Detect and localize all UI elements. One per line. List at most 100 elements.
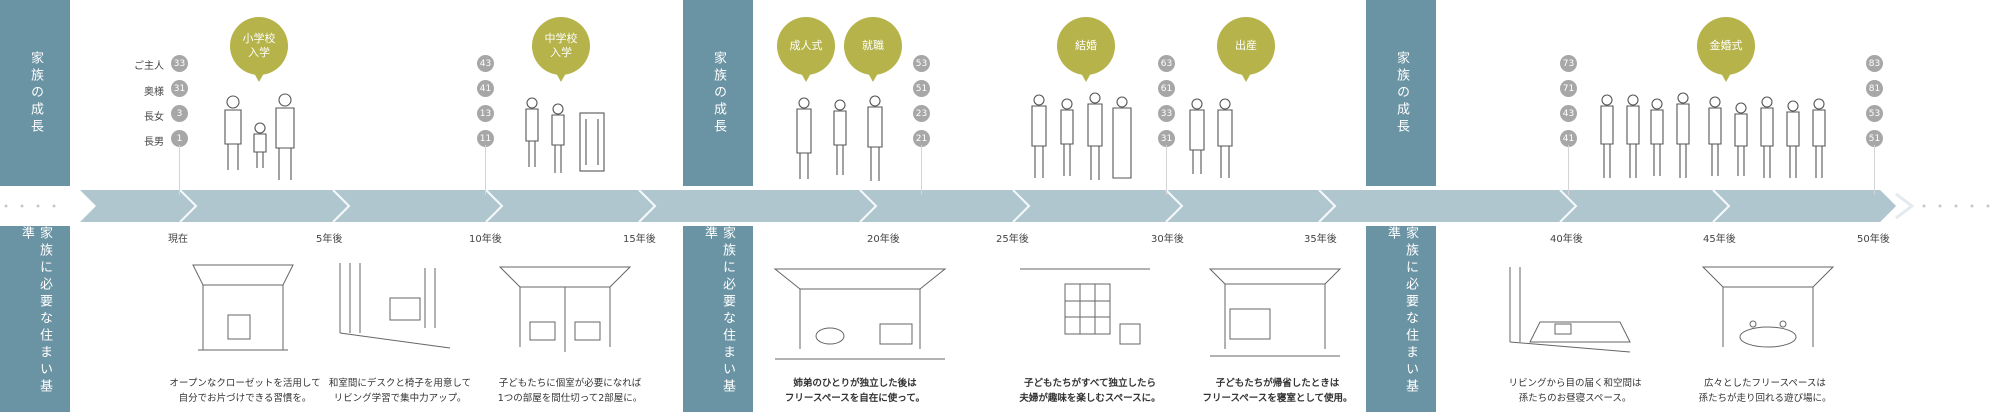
event-coming-of-age: 成人式 (777, 17, 835, 82)
caption-7: リビングから目の届く和空間は 孫たちのお昼寝スペース。 (1490, 376, 1660, 406)
age-column-30: 63 61 33 31 (1158, 55, 1176, 195)
tick-20: 20年後 (867, 234, 900, 245)
event-marriage: 結婚 (1057, 17, 1115, 82)
panel-growth-label: 家族の成長 (28, 50, 43, 136)
age-column-now: 33 31 3 1 (171, 55, 189, 195)
panel-living-label: 家族に必要な住まい基準 (19, 226, 52, 396)
caption-2: 和室間にデスクと椅子を用意して リビング学習で集中力アップ。 (315, 376, 485, 406)
caption-line: 1つの部屋を間仕切って2部屋に。 (497, 393, 643, 404)
age-badge: 61 (1158, 80, 1175, 97)
age-badge: 43 (1560, 105, 1577, 122)
caption-line: 自分でお片づけできる習慣を。 (178, 393, 312, 404)
age-stem (1568, 145, 1569, 195)
age-stem (1166, 145, 1167, 195)
event-label: 小学校 入学 (242, 32, 276, 59)
age-column-10: 43 41 13 11 (477, 55, 495, 195)
role-wife: 奥様 (144, 87, 164, 98)
family-figures-10 (525, 97, 605, 173)
age-badge: 3 (171, 105, 188, 122)
age-badge: 33 (1158, 105, 1175, 122)
panel-living-label: 家族に必要な住まい基準 (702, 226, 735, 396)
tick-30: 30年後 (1151, 234, 1184, 245)
tick-50: 50年後 (1857, 234, 1890, 245)
event-label: 成人式 (789, 39, 823, 52)
timeline-band (4, 189, 1990, 223)
event-label: 出産 (1235, 39, 1257, 52)
age-badge: 73 (1560, 55, 1577, 72)
caption-line: 和室間にデスクと椅子を用意して (328, 378, 472, 389)
age-badge: 31 (171, 80, 188, 97)
room-sketch-8 (1701, 266, 1835, 348)
family-figures-40-50 (1600, 92, 1826, 178)
caption-line: 孫たちのお昼寝スペース。 (1518, 393, 1632, 404)
age-stem (1874, 145, 1875, 195)
caption-line: リビング学習で集中力アップ。 (333, 393, 467, 404)
panel-growth-2: 家族の成長 (683, 0, 753, 186)
event-elementary: 小学校 入学 (230, 17, 288, 82)
caption-line: 孫たちが走り回れる遊び場に。 (1698, 393, 1832, 404)
panel-growth-label: 家族の成長 (711, 50, 726, 136)
room-sketch-4 (773, 268, 947, 360)
age-badge: 31 (1158, 130, 1175, 147)
tick-45: 45年後 (1703, 234, 1736, 245)
event-birth: 出産 (1217, 17, 1275, 82)
age-column-20: 53 51 23 21 (913, 55, 931, 195)
tick-5: 5年後 (316, 234, 343, 245)
age-stem (921, 145, 922, 195)
caption-line: フリースペースを寝室として使用。 (1202, 393, 1353, 404)
event-employment: 就職 (844, 17, 902, 82)
caption-4: 姉弟のひとりが独立した後は フリースペースを自在に使って。 (770, 376, 940, 406)
event-junior: 中学校 入学 (532, 17, 590, 82)
panel-growth-3: 家族の成長 (1366, 0, 1436, 186)
age-badge: 53 (913, 55, 930, 72)
age-stem (485, 145, 486, 195)
age-badge: 81 (1866, 80, 1883, 97)
age-badge: 41 (1560, 130, 1577, 147)
panel-living-label: 家族に必要な住まい基準 (1385, 226, 1418, 396)
panel-living-3: 家族に必要な住まい基準 (1366, 226, 1436, 412)
tick-10: 10年後 (469, 234, 502, 245)
tick-25: 25年後 (996, 234, 1029, 245)
tick-35: 35年後 (1304, 234, 1337, 245)
age-column-40: 73 71 43 41 (1560, 55, 1578, 195)
caption-5: 子どもたちがすべて独立したら 夫婦が趣味を楽しむスペースに。 (1005, 376, 1175, 406)
age-badge: 11 (477, 130, 494, 147)
panel-living-1: 家族に必要な住まい基準 (0, 226, 70, 412)
caption-line: 姉弟のひとりが独立した後は (793, 378, 917, 389)
role-daughter: 長女 (144, 112, 164, 123)
tick-15: 15年後 (623, 234, 656, 245)
tick-40: 40年後 (1550, 234, 1583, 245)
caption-line: 夫婦が趣味を楽しむスペースに。 (1019, 393, 1161, 404)
age-column-50: 83 81 53 51 (1866, 55, 1884, 195)
event-label: 就職 (862, 39, 884, 52)
age-badge: 83 (1866, 55, 1883, 72)
event-golden-wedding: 金婚式 (1697, 17, 1755, 82)
room-sketch-3 (498, 266, 632, 352)
age-badge: 1 (171, 130, 188, 147)
room-sketch-6 (1208, 268, 1342, 357)
caption-line: フリースペースを自在に使って。 (784, 393, 926, 404)
age-badge: 33 (171, 55, 188, 72)
age-badge: 63 (1158, 55, 1175, 72)
room-sketch-2 (339, 263, 451, 349)
age-badge: 23 (913, 105, 930, 122)
age-badge: 21 (913, 130, 930, 147)
caption-line: オープンなクローゼットを活用して (169, 378, 321, 389)
caption-line: 子どもたちがすべて独立したら (1024, 378, 1156, 389)
room-sketch-7 (1509, 267, 1631, 353)
panel-growth-label: 家族の成長 (1394, 50, 1409, 136)
age-badge: 43 (477, 55, 494, 72)
caption-1: オープンなクローゼットを活用して 自分でお片づけできる習慣を。 (160, 376, 330, 406)
caption-line: 子どもたちに個室が必要になれば (498, 378, 642, 389)
room-sketch-1 (192, 264, 294, 351)
event-label: 中学校 入学 (544, 32, 578, 59)
caption-3: 子どもたちに個室が必要になれば 1つの部屋を間仕切って2部屋に。 (485, 376, 655, 406)
age-badge: 13 (477, 105, 494, 122)
age-badge: 53 (1866, 105, 1883, 122)
panel-living-2: 家族に必要な住まい基準 (683, 226, 753, 412)
event-label: 金婚式 (1709, 39, 1743, 52)
caption-8: 広々としたフリースペースは 孫たちが走り回れる遊び場に。 (1680, 376, 1850, 406)
family-figures-now (224, 93, 295, 180)
role-husband: ご主人 (134, 61, 164, 72)
caption-line: 子どもたちが帰省したときは (1215, 378, 1340, 389)
